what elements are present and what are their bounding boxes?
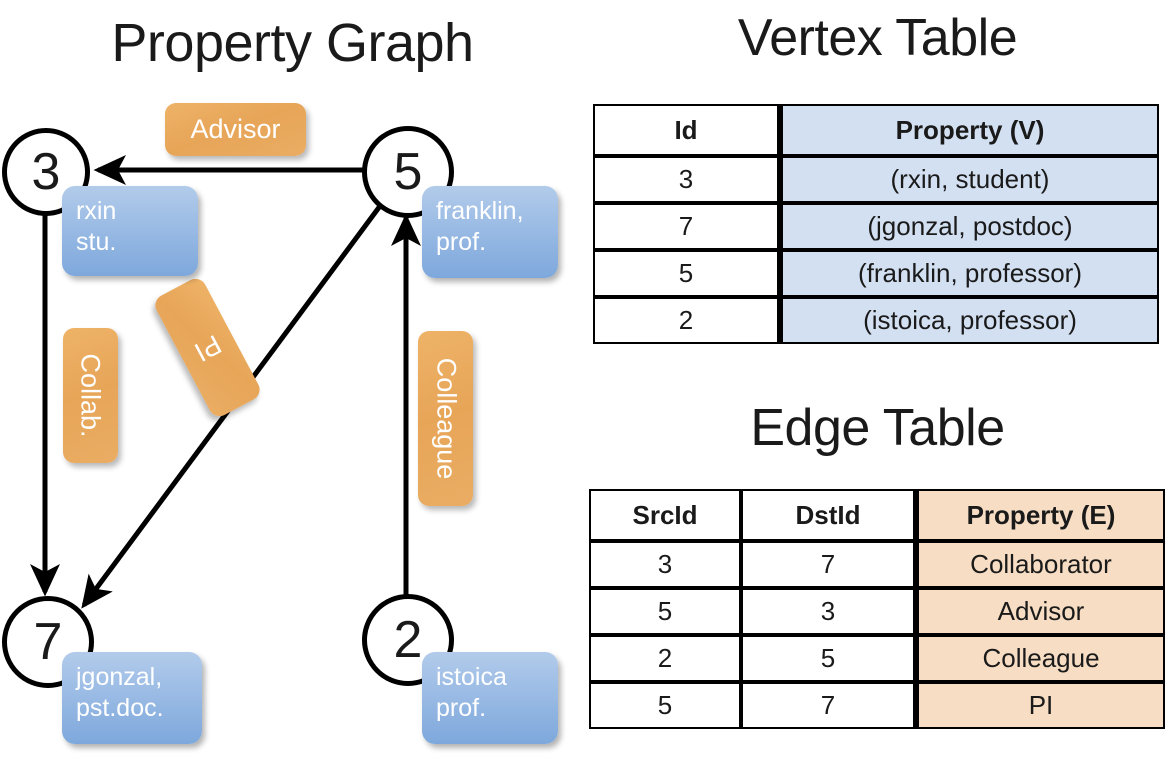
vertex-property-box-2-line2: prof. xyxy=(436,693,487,722)
vertex-cell-property: (istoica, professor) xyxy=(779,297,1159,344)
edge-table-header-property: Property (E) xyxy=(915,489,1165,541)
graph-node-3-label: 3 xyxy=(31,143,61,201)
table-row[interactable]: 7 (jgonzal, postdoc) xyxy=(593,203,1159,250)
vertex-table-header-property: Property (V) xyxy=(779,104,1159,156)
edge-table: SrcId DstId Property (E) 3 7 Collaborato… xyxy=(589,489,1165,729)
graph-node-5[interactable]: 5 xyxy=(362,126,454,218)
table-row[interactable]: 5 3 Advisor xyxy=(589,588,1165,635)
graph-node-2-label: 2 xyxy=(393,611,423,669)
vertex-cell-id: 3 xyxy=(593,156,779,203)
page-title-edge-table: Edge Table xyxy=(750,399,1005,457)
vertex-table: Id Property (V) 3 (rxin, student) 7 (jgo… xyxy=(593,104,1159,344)
edge-cell-property: PI xyxy=(915,682,1165,729)
edge-cell-dstid: 3 xyxy=(741,588,915,635)
vertex-property-box-2: istoica prof. xyxy=(422,652,558,744)
edge-cell-dstid: 5 xyxy=(741,635,915,682)
edge-cell-property: Advisor xyxy=(915,588,1165,635)
table-row[interactable]: 5 7 PI xyxy=(589,682,1165,729)
edge-cell-srcid: 5 xyxy=(589,588,741,635)
vertex-cell-property: (franklin, professor) xyxy=(779,250,1159,297)
graph-node-5-label: 5 xyxy=(393,143,423,201)
edge-label-colleague-text: Colleague xyxy=(431,357,461,480)
edge-table-header-dstid: DstId xyxy=(741,489,915,541)
edge-cell-srcid: 2 xyxy=(589,635,741,682)
vertex-cell-property: (jgonzal, postdoc) xyxy=(779,203,1159,250)
edge-cell-srcid: 3 xyxy=(589,541,741,588)
table-row[interactable]: 5 (franklin, professor) xyxy=(593,250,1159,297)
vertex-property-box-5-line1: franklin, xyxy=(436,197,524,225)
vertex-property-box-3: rxin stu. xyxy=(62,186,198,276)
edge-cell-dstid: 7 xyxy=(741,682,915,729)
vertex-property-box-5-line2: prof. xyxy=(436,227,487,256)
vertex-cell-property: (rxin, student) xyxy=(779,156,1159,203)
page-title-vertex-table: Vertex Table xyxy=(737,9,1018,67)
graph-node-2[interactable]: 2 xyxy=(362,594,454,686)
edge-table-header-srcid: SrcId xyxy=(589,489,741,541)
edge-label-colleague: Colleague xyxy=(418,331,473,506)
vertex-property-box-7: jgonzal, pst.doc. xyxy=(62,652,202,744)
table-row[interactable]: 2 5 Colleague xyxy=(589,635,1165,682)
edge-label-advisor-text: Advisor xyxy=(190,114,281,144)
vertex-property-box-3-line2: stu. xyxy=(76,227,117,256)
vertex-table-header-row: Id Property (V) xyxy=(593,104,1159,156)
edge-table-header-row: SrcId DstId Property (E) xyxy=(589,489,1165,541)
vertex-property-box-3-line1: rxin xyxy=(76,197,117,225)
table-row[interactable]: 3 (rxin, student) xyxy=(593,156,1159,203)
vertex-property-box-7-line2: pst.doc. xyxy=(76,693,164,722)
edge-cell-property: Collaborator xyxy=(915,541,1165,588)
edge-label-pi-text: PI xyxy=(189,328,227,368)
page-title-property-graph: Property Graph xyxy=(111,13,474,73)
edge-label-collab-text: Collab. xyxy=(76,353,107,438)
vertex-property-box-2-line1: istoica xyxy=(436,663,507,691)
edge-label-advisor: Advisor xyxy=(165,103,306,156)
graph-node-7-label: 7 xyxy=(33,613,63,671)
vertex-cell-id: 5 xyxy=(593,250,779,297)
edge-label-collab: Collab. xyxy=(63,328,118,463)
edge-cell-srcid: 5 xyxy=(589,682,741,729)
table-row[interactable]: 3 7 Collaborator xyxy=(589,541,1165,588)
vertex-cell-id: 2 xyxy=(593,297,779,344)
vertex-table-header-id: Id xyxy=(593,104,779,156)
vertex-property-box-5: franklin, prof. xyxy=(422,186,558,278)
vertex-property-box-7-line1: jgonzal, xyxy=(76,663,163,691)
edge-cell-dstid: 7 xyxy=(741,541,915,588)
vertex-cell-id: 7 xyxy=(593,203,779,250)
table-row[interactable]: 2 (istoica, professor) xyxy=(593,297,1159,344)
edge-cell-property: Colleague xyxy=(915,635,1165,682)
